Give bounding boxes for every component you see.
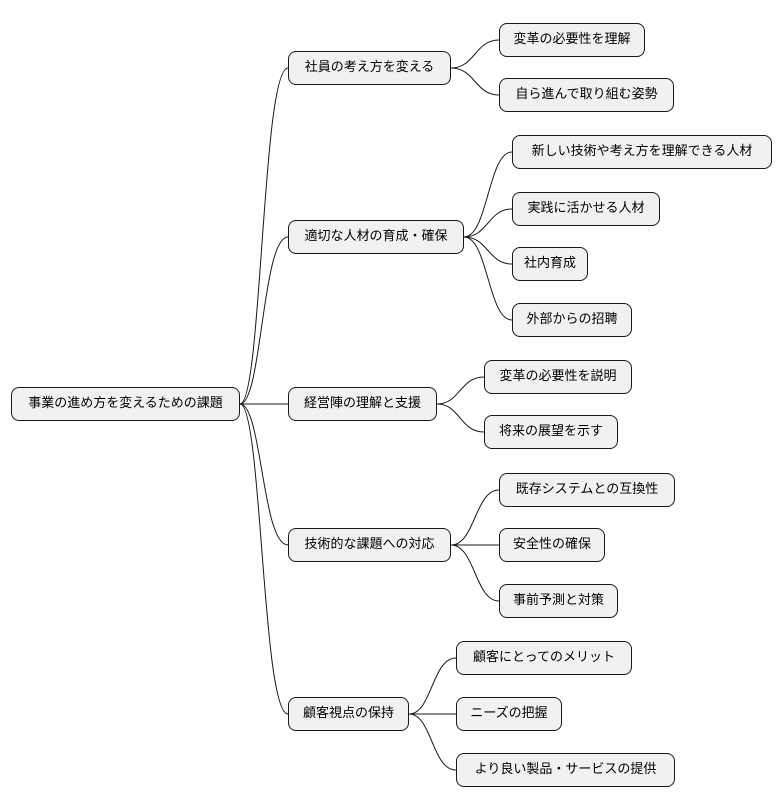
edge-root-branch-1 <box>239 67 289 405</box>
leaf-node-1-1: 変革の必要性を理解 <box>499 23 645 57</box>
leaf-node-4-3: 事前予測と対策 <box>499 584 618 618</box>
leaf-node-2-1: 新しい技術や考え方を理解できる人材 <box>512 135 772 169</box>
edge-b2-c2 <box>463 208 513 238</box>
leaf-node-4-2: 安全性の確保 <box>499 528 605 562</box>
leaf-node-3-1: 変革の必要性を説明 <box>484 360 632 394</box>
edge-root-branch-5 <box>239 403 289 715</box>
edge-root-branch-2 <box>239 236 289 405</box>
edge-b3-c1 <box>436 376 485 405</box>
root-node: 事業の進め方を変えるための課題 <box>11 387 240 421</box>
leaf-node-2-2: 実践に活かせる人材 <box>512 192 660 226</box>
branch-node-3: 経営陣の理解と支援 <box>288 387 437 421</box>
edge-root-branch-4 <box>239 403 289 546</box>
leaf-node-5-3: より良い製品・サービスの提供 <box>456 753 675 787</box>
leaf-node-2-4: 外部からの招聘 <box>512 303 632 337</box>
edge-b4-c1 <box>450 489 500 546</box>
edge-b1-c1 <box>450 39 500 69</box>
edge-b4-c3 <box>450 544 500 602</box>
leaf-node-1-2: 自ら進んで取り組む姿勢 <box>499 78 674 112</box>
branch-node-1: 社員の考え方を変える <box>288 51 451 85</box>
leaf-node-5-1: 顧客にとってのメリット <box>456 641 632 675</box>
edge-b1-c2 <box>450 67 500 96</box>
branch-node-5: 顧客視点の保持 <box>288 697 409 731</box>
edge-b5-c1 <box>408 657 457 715</box>
branch-node-4: 技術的な課題への対応 <box>288 528 451 562</box>
branch-node-2: 適切な人材の育成・確保 <box>288 220 464 254</box>
edge-b2-c4 <box>463 236 513 321</box>
leaf-node-3-2: 将来の展望を示す <box>484 415 618 449</box>
edge-b2-c3 <box>463 236 513 265</box>
leaf-node-2-3: 社内育成 <box>512 247 588 281</box>
edge-b3-c2 <box>436 403 485 433</box>
leaf-node-5-2: ニーズの把握 <box>456 697 562 731</box>
edge-b5-c3 <box>408 713 457 771</box>
edge-b2-c1 <box>463 151 513 238</box>
leaf-node-4-1: 既存システムとの互換性 <box>499 473 675 507</box>
